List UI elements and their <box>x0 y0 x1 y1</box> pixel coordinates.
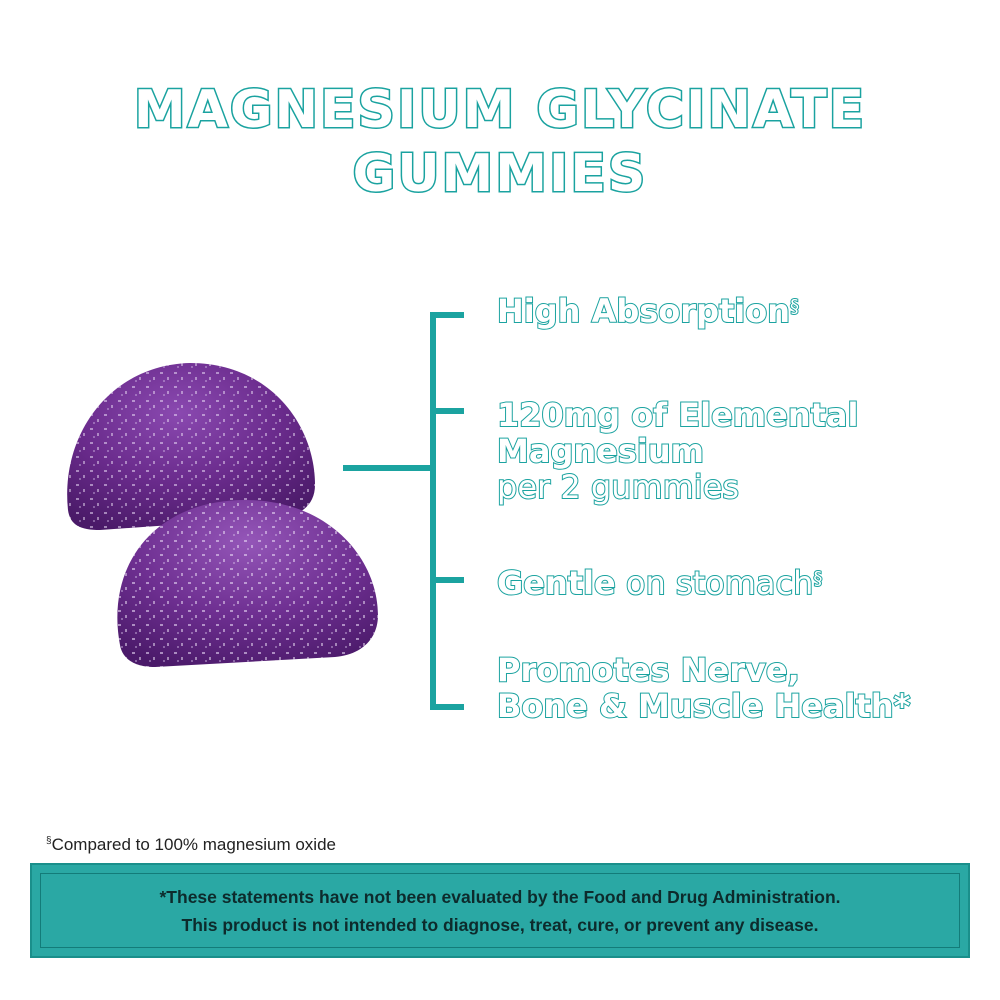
title-line-2: GUMMIES <box>351 143 648 206</box>
bracket-stem <box>343 465 433 471</box>
feature-2-light: per 2 gummies <box>496 468 740 506</box>
feature-4-bold: Promotes Nerve, <box>496 651 801 689</box>
feature-3-light: on stomach <box>615 564 814 602</box>
bracket-tick-4 <box>430 704 464 710</box>
feature-2-bold: 120mg of Elemental <box>496 396 859 434</box>
feature-nerve-bone-muscle: Promotes Nerve, Bone & Muscle Health* <box>496 651 911 725</box>
feature-3-bold: Gentle <box>496 564 617 602</box>
disclaimer-line-2: This product is not intended to diagnose… <box>181 914 819 935</box>
footnote: §Compared to 100% magnesium oxide <box>46 835 336 855</box>
footnote-text: Compared to 100% magnesium oxide <box>51 835 336 854</box>
feature-1-sup: § <box>789 295 800 318</box>
feature-high-absorption: High Absorption§ <box>496 292 800 330</box>
feature-elemental-magnesium: 120mg of Elemental Magnesium per 2 gummi… <box>496 396 859 506</box>
gummies-image <box>67 363 378 667</box>
fda-disclaimer-box: *These statements have not been evaluate… <box>30 863 970 958</box>
feature-1-bold: High Absorption <box>496 292 791 330</box>
feature-4-bold2: Bone & Muscle Health* <box>496 687 911 725</box>
bracket-tick-2 <box>430 408 464 414</box>
footnote-mark: § <box>46 835 52 847</box>
feature-gentle-stomach: Gentle on stomach§ <box>496 564 823 602</box>
bracket-spine <box>430 312 436 710</box>
title-line-1: MAGNESIUM GLYCINATE <box>132 79 867 142</box>
bracket-tick-3 <box>430 577 464 583</box>
bracket-tick-1 <box>430 312 464 318</box>
feature-3-sup: § <box>812 567 823 590</box>
page-title: MAGNESIUM GLYCINATE GUMMIES <box>0 78 1000 206</box>
feature-2-bold2: Magnesium <box>496 432 705 470</box>
disclaimer-line-1: *These statements have not been evaluate… <box>159 886 841 907</box>
